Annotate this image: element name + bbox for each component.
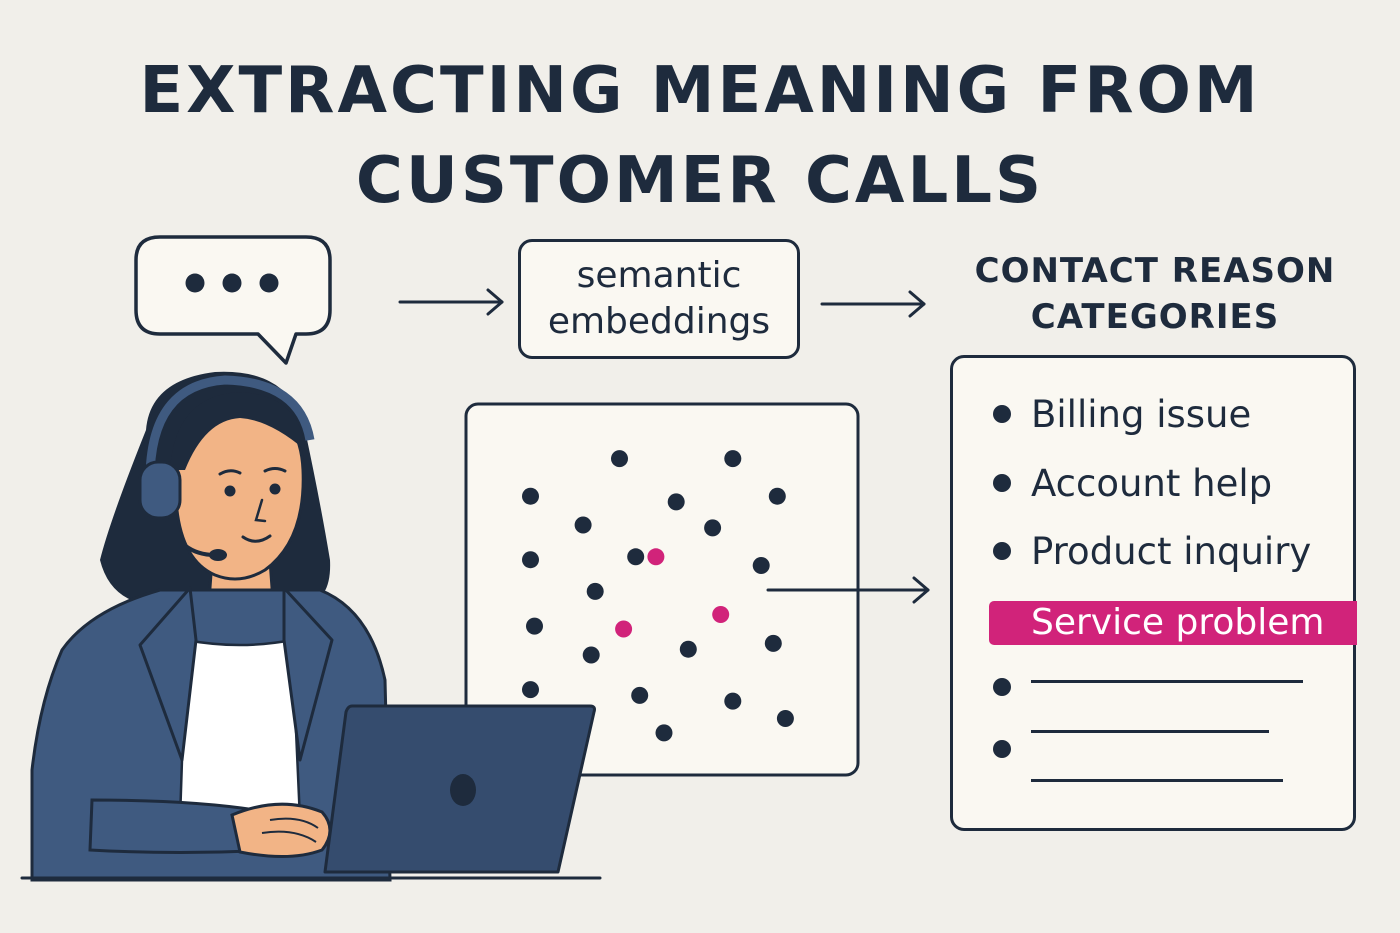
categories-heading: CONTACT REASON CATEGORIES [950, 248, 1360, 340]
category-item: Billing issue [953, 388, 1353, 440]
embedding-point [582, 646, 600, 664]
embedding-point [768, 487, 786, 505]
embedding-point [679, 640, 697, 658]
bullet-icon [993, 474, 1011, 492]
cluster-point [647, 548, 665, 566]
embedding-point [574, 516, 592, 534]
cluster-point [615, 620, 633, 638]
embedding-point [724, 450, 742, 468]
category-label: Account help [1031, 461, 1273, 505]
embedding-point [667, 493, 685, 511]
semantic-embeddings-box: semantic embeddings [518, 239, 800, 359]
blank-category-line [1031, 779, 1283, 782]
bullet-icon [993, 405, 1011, 423]
embedding-point [752, 557, 770, 574]
speech-bubble [134, 235, 332, 365]
embedding-point [655, 724, 673, 742]
category-item: Product inquiry [953, 525, 1353, 577]
embedding-point [611, 450, 628, 468]
page-title: EXTRACTING MEANING FROM CUSTOMER CALLS [0, 46, 1400, 226]
cluster-point [712, 606, 730, 623]
category-label: Billing issue [1031, 392, 1252, 436]
embedding-points [522, 450, 794, 742]
embedding-point [704, 519, 722, 537]
agent-illustration [30, 371, 392, 882]
categories-heading-line-2: CATEGORIES [1030, 297, 1280, 337]
headset-icon [138, 375, 315, 561]
bullet-icon [993, 740, 1011, 758]
highlighted-category: Service problem [989, 601, 1357, 645]
embedding-point [627, 548, 645, 566]
embeddings-label-line-1: semantic [576, 255, 742, 296]
bullet-icon [993, 678, 1011, 696]
embedding-point [631, 686, 649, 704]
title-line-2: CUSTOMER CALLS [355, 144, 1045, 218]
embedding-point [522, 487, 539, 505]
arrow-cluster-to-category [766, 576, 930, 604]
embedding-point [586, 582, 604, 600]
embeddings-label-line-2: embeddings [547, 301, 771, 342]
laptop-icon [323, 704, 596, 874]
categories-list-panel: Billing issue Account help Product inqui… [950, 355, 1357, 831]
embedding-point [522, 681, 539, 699]
bullet-icon [993, 542, 1011, 560]
embedding-point [776, 710, 794, 727]
categories-heading-line-1: CONTACT REASON [974, 251, 1336, 291]
blank-category-line [1031, 680, 1303, 683]
ellipsis-icon [185, 273, 279, 293]
embedding-point [526, 617, 543, 635]
category-item: Account help [953, 457, 1353, 509]
embedding-point [724, 692, 742, 710]
arrow-embeddings-to-categories [820, 290, 926, 318]
title-line-1: EXTRACTING MEANING FROM [139, 54, 1261, 128]
blank-category-line [1031, 730, 1269, 733]
embedding-point [764, 634, 782, 652]
category-label: Product inquiry [1031, 529, 1312, 573]
embedding-point [522, 551, 539, 569]
arrow-bubble-to-embeddings [398, 288, 504, 316]
